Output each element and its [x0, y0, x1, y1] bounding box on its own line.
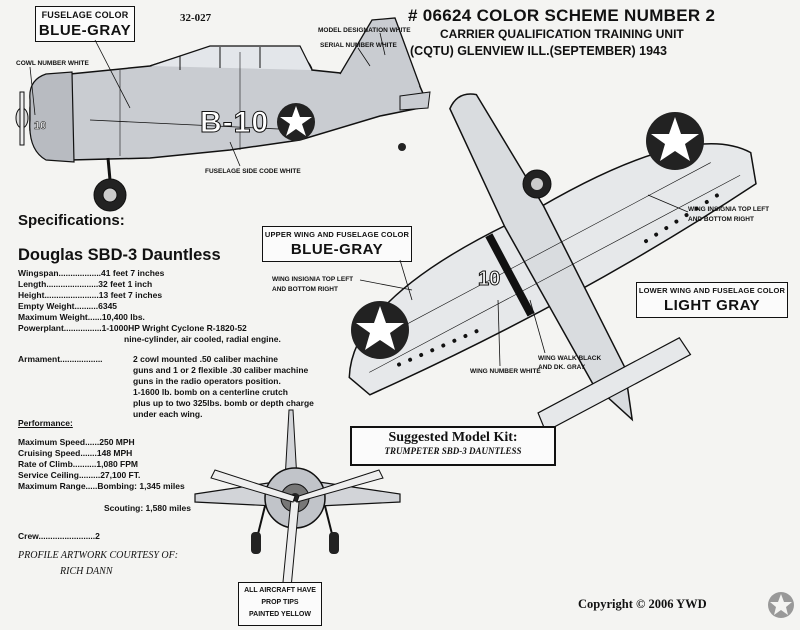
cowl-number: 10	[34, 120, 47, 133]
upper-wing-color-box: UPPER WING AND FUSELAGE COLOR BLUE-GRAY	[262, 226, 412, 262]
specifications-heading: Specifications:	[18, 212, 125, 229]
callout-cowl-number: COWL NUMBER WHITE	[16, 60, 89, 67]
upper-wing-color-value: BLUE-GRAY	[290, 241, 384, 258]
spec-row: Wingspan..................41 feet 7 inch…	[18, 268, 165, 278]
fuselage-side-code: B-10	[199, 106, 270, 140]
prop-tips-line: ALL AIRCRAFT HAVE	[244, 587, 316, 594]
wing-number: 10	[477, 268, 501, 291]
performance-row: Maximum Range.....Bombing: 1,345 miles	[18, 481, 185, 491]
aircraft-name: Douglas SBD-3 Dauntless	[18, 246, 221, 264]
spec-row: Height.......................13 feet 7 i…	[18, 290, 163, 300]
performance-row: Service Ceiling.........27,100 FT.	[18, 470, 141, 480]
crew-row: Crew........................2	[18, 531, 100, 541]
prop-tips-line: PAINTED YELLOW	[249, 611, 311, 618]
armament-line: 2 cowl mounted .50 caliber machine	[133, 354, 279, 364]
callout-wing-insignia-upper-line1: WING INSIGNIA TOP LEFT	[272, 276, 354, 283]
spec-row: Maximum Weight......10,400 lbs.	[18, 312, 145, 322]
spec-row: Powerplant................1-1000HP Wrigh…	[18, 323, 247, 333]
armament-line: 1-1600 lb. bomb on a centerline crutch	[133, 387, 288, 397]
armament-line: guns in the radio operators position.	[133, 376, 281, 386]
performance-heading: Performance:	[18, 418, 73, 428]
scheme-subtitle-line2: (CQTU) GLENVIEW ILL.(SEPTEMBER) 1943	[410, 44, 667, 58]
performance-row: Maximum Speed......250 MPH	[18, 437, 135, 447]
armament-line: guns and 1 or 2 flexible .30 caliber mac…	[133, 365, 309, 375]
scouting-range: Scouting: 1,580 miles	[104, 503, 191, 513]
performance-row: Cruising Speed.......148 MPH	[18, 448, 133, 458]
scheme-subtitle-line1: CARRIER QUALIFICATION TRAINING UNIT	[440, 27, 684, 41]
armament-line: under each wing.	[133, 409, 203, 419]
callout-wing-walk-line2: AND DK. GRAY	[538, 364, 586, 371]
spec-row: Length......................32 feet 1 in…	[18, 279, 153, 289]
callout-wing-walk-line1: WING WALK BLACK	[538, 355, 602, 362]
upper-wing-color-label: UPPER WING AND FUSELAGE COLOR	[264, 230, 410, 239]
front-view-illustration	[194, 409, 401, 589]
copyright: Copyright © 2006 YWD	[578, 597, 707, 611]
prop-tips-note: ALL AIRCRAFT HAVE PROP TIPS PAINTED YELL…	[238, 582, 322, 626]
callout-wing-insignia-lower-line2: AND BOTTOM RIGHT	[688, 216, 754, 223]
document-number: 32-027	[180, 12, 212, 24]
callout-wing-insignia-upper-line2: AND BOTTOM RIGHT	[272, 286, 338, 293]
fuselage-color-label: FUSELAGE COLOR	[41, 10, 129, 20]
plan-view-illustration	[348, 93, 757, 433]
kit-name: TRUMPETER SBD-3 DAUNTLESS	[384, 446, 522, 456]
prop-tips-line: PROP TIPS	[261, 599, 299, 606]
lower-wing-color-value: LIGHT GRAY	[663, 297, 761, 314]
artwork-credit-line1: PROFILE ARTWORK COURTESY OF:	[18, 550, 179, 561]
lower-wing-color-label: LOWER WING AND FUSELAGE COLOR	[638, 286, 786, 295]
fuselage-color-box: FUSELAGE COLOR BLUE-GRAY	[35, 6, 135, 42]
side-profile-illustration	[15, 17, 431, 212]
scheme-title: # 06624 COLOR SCHEME NUMBER 2	[408, 6, 716, 25]
suggested-kit-box: Suggested Model Kit: TRUMPETER SBD-3 DAU…	[350, 426, 556, 466]
spec-row: nine-cylinder, air cooled, radial engine…	[124, 334, 281, 344]
side-callout-lines	[29, 32, 386, 167]
spec-row: Empty Weight..........6345	[18, 301, 118, 311]
lower-wing-color-box: LOWER WING AND FUSELAGE COLOR LIGHT GRAY	[636, 282, 788, 318]
fuselage-color-value: BLUE-GRAY	[38, 22, 132, 39]
armament-line: plus up to two 325lbs. bomb or depth cha…	[133, 398, 314, 408]
callout-wing-insignia-lower-line1: WING INSIGNIA TOP LEFT	[688, 206, 770, 213]
armament-label: Armament..................	[18, 354, 103, 364]
callout-wing-number: WING NUMBER WHITE	[470, 368, 541, 375]
kit-title: Suggested Model Kit:	[388, 430, 518, 445]
corner-star-insignia-icon	[768, 592, 794, 618]
performance-row: Rate of Climb..........1,080 FPM	[18, 459, 138, 469]
callout-serial-number: SERIAL NUMBER WHITE	[320, 42, 397, 49]
callout-fuselage-side-code: FUSELAGE SIDE CODE WHITE	[205, 168, 301, 175]
callout-model-designation: MODEL DESIGNATION WHITE	[318, 27, 411, 34]
artwork-credit-line2: RICH DANN	[60, 566, 113, 577]
